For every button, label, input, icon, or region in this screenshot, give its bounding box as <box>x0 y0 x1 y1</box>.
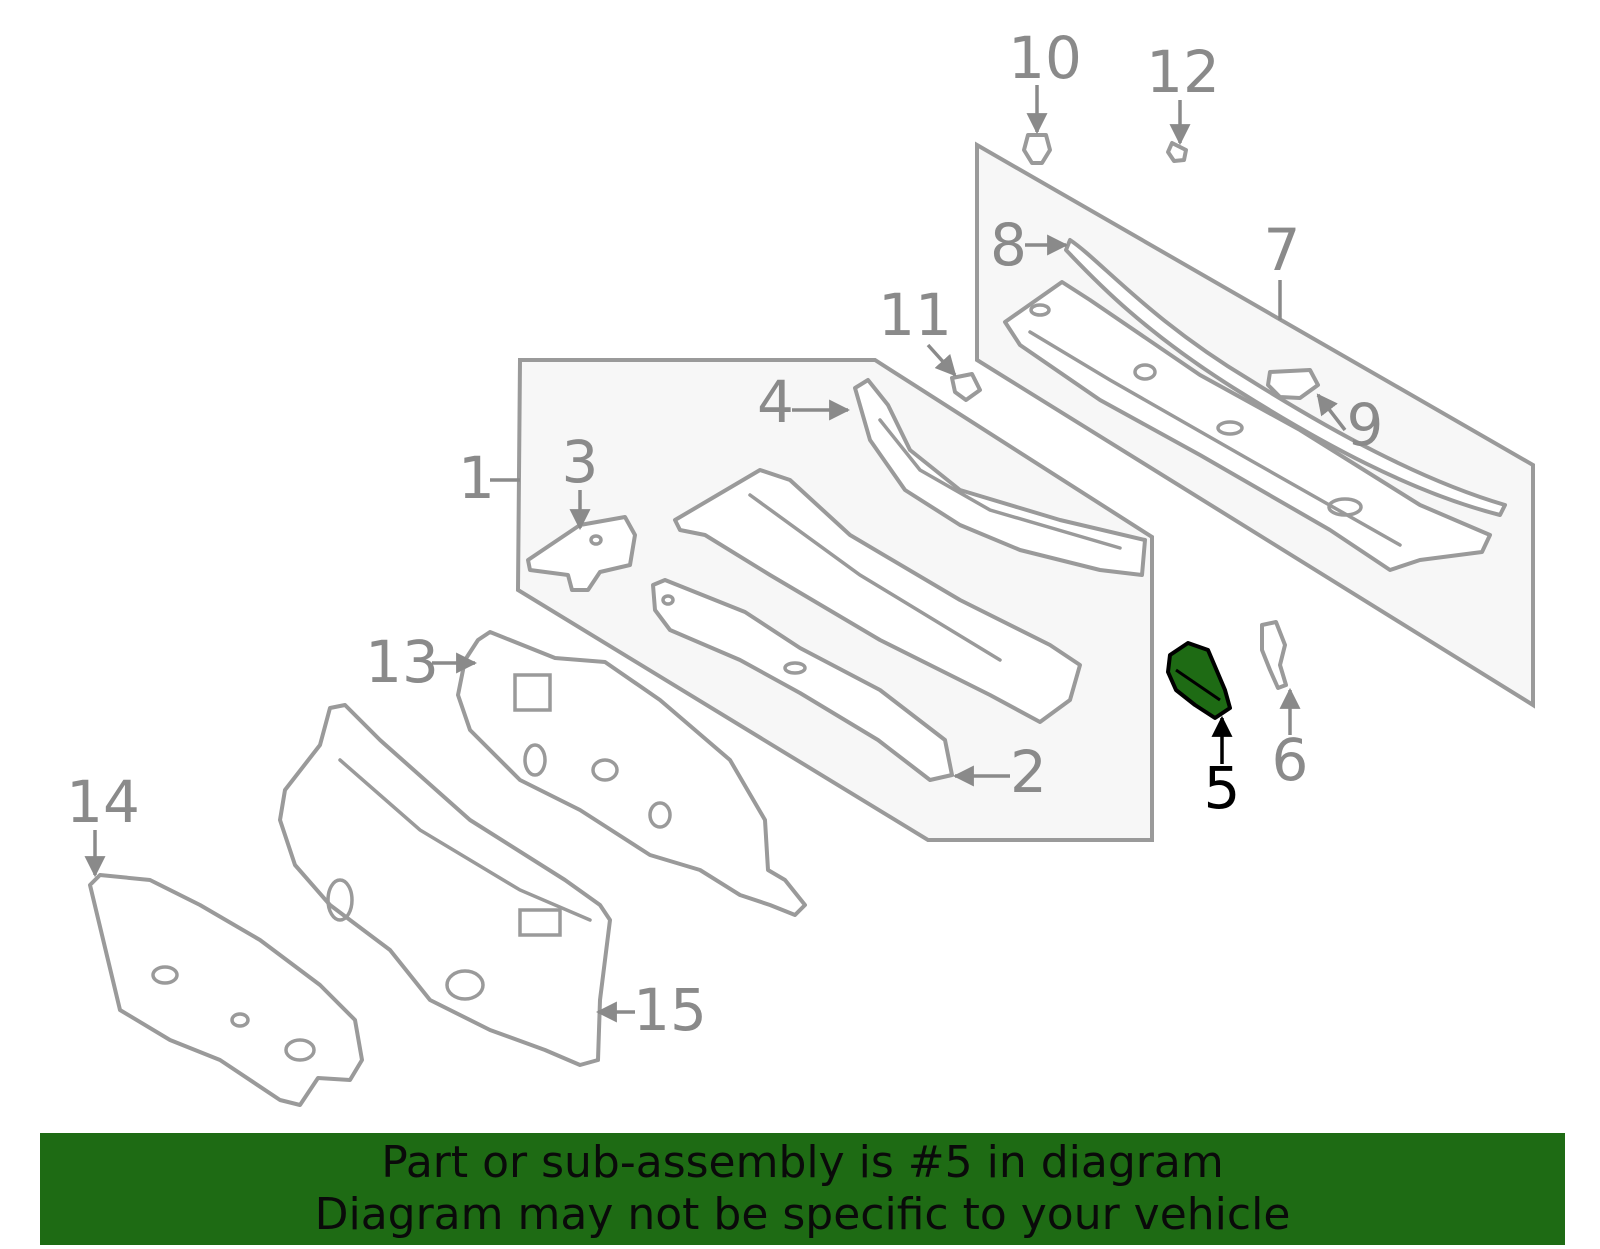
callout-11: 11 <box>878 281 952 349</box>
callout-10: 10 <box>1008 24 1082 92</box>
callout-13: 13 <box>365 628 439 696</box>
part-14-insulator[interactable] <box>88 873 364 1107</box>
leader-9 <box>1316 393 1347 432</box>
callout-8: 8 <box>990 211 1027 279</box>
part-3-bracket[interactable] <box>526 515 637 592</box>
part-8-seal[interactable] <box>1064 238 1507 517</box>
callout-7: 7 <box>1264 216 1301 284</box>
callout-6: 6 <box>1272 726 1309 794</box>
part-4-reinforcement[interactable] <box>853 378 1147 577</box>
info-banner: Part or sub-assembly is #5 in diagram Di… <box>40 1133 1565 1245</box>
callout-5: 5 <box>1204 754 1241 822</box>
parts-diagram: 1 2 3 4 5 6 7 8 9 10 11 12 13 14 15 <box>66 24 1535 1107</box>
banner-line-2: Diagram may not be specific to your vehi… <box>314 1189 1291 1240</box>
callout-3: 3 <box>562 428 599 496</box>
leader-11 <box>926 343 957 377</box>
callout-4: 4 <box>757 368 794 436</box>
callout-15: 15 <box>633 976 707 1044</box>
part-15-dash-panel[interactable] <box>278 703 612 1067</box>
part-1-cross-member[interactable] <box>673 468 1082 724</box>
part-5-highlighted-bracket[interactable] <box>1166 641 1232 720</box>
part-11-clip[interactable] <box>950 372 982 402</box>
part-6-bracket[interactable] <box>1260 620 1288 690</box>
part-13-insulator[interactable] <box>456 630 807 917</box>
callout-14: 14 <box>66 768 140 836</box>
part-12-grommet[interactable] <box>1166 141 1188 163</box>
part-7-cowl-panel[interactable] <box>1003 280 1492 572</box>
banner-line-1: Part or sub-assembly is #5 in diagram <box>381 1137 1224 1188</box>
part-9-bracket[interactable] <box>1266 368 1320 400</box>
callout-12: 12 <box>1146 38 1220 106</box>
part-2-cross-member[interactable] <box>651 578 954 782</box>
callout-9: 9 <box>1347 391 1384 459</box>
callout-1: 1 <box>458 444 495 512</box>
part-10-clip[interactable] <box>1022 133 1052 165</box>
callout-2: 2 <box>1010 738 1047 806</box>
